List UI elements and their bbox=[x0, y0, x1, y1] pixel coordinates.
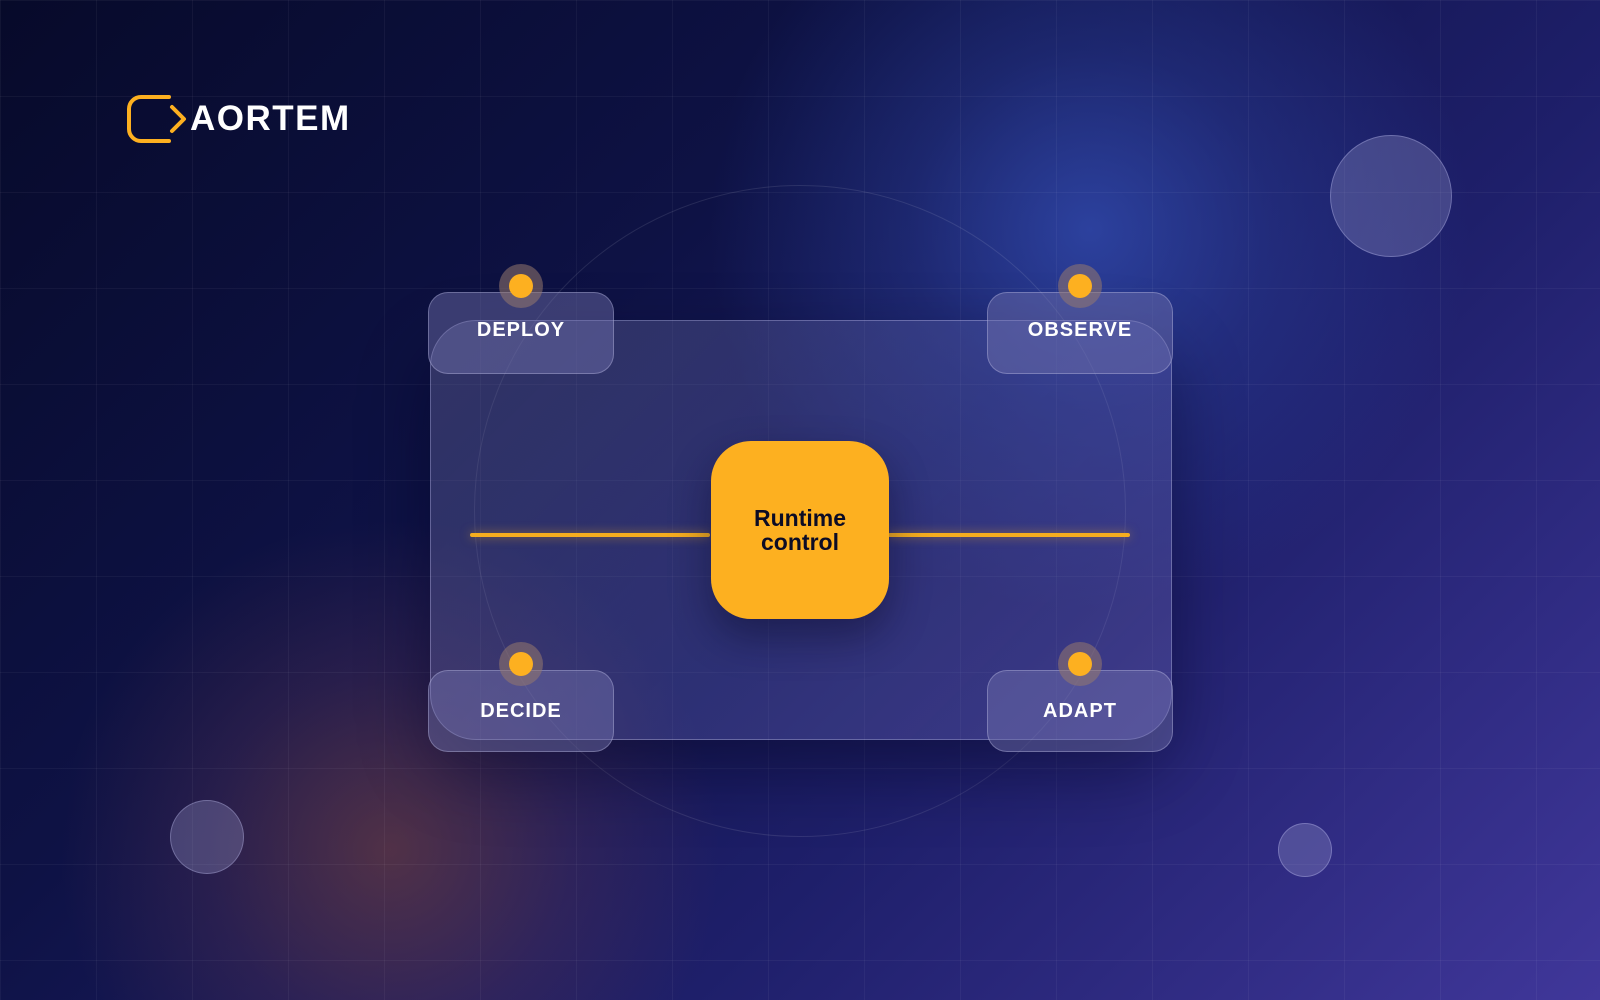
bracket-arrow-logo-icon bbox=[127, 95, 186, 143]
orbit-ring bbox=[474, 185, 1126, 837]
stage-decide-label: DECIDE bbox=[480, 699, 562, 722]
center-node: Runtime control bbox=[711, 441, 889, 619]
marker-dot bbox=[509, 274, 533, 298]
connector-line-right bbox=[888, 533, 1130, 537]
stage-deploy-label: DEPLOY bbox=[476, 318, 566, 341]
brand-logo[interactable]: AORTEM bbox=[124, 94, 351, 144]
stage-adapt-label: ADAPT bbox=[1043, 699, 1117, 722]
stage-observe-marker bbox=[1058, 264, 1102, 308]
stage-decide-marker bbox=[499, 642, 543, 686]
brand-name: AORTEM bbox=[190, 99, 351, 138]
decorative-circle-top-right bbox=[1330, 135, 1452, 257]
connector-line-left bbox=[470, 533, 710, 537]
stage-deploy-marker bbox=[499, 264, 543, 308]
stage-observe-label: OBSERVE bbox=[1027, 318, 1133, 341]
marker-dot bbox=[1068, 652, 1092, 676]
decorative-circle-bottom-right bbox=[1278, 823, 1332, 877]
marker-dot bbox=[1068, 274, 1092, 298]
marker-dot bbox=[509, 652, 533, 676]
center-node-label: Runtime control bbox=[754, 505, 846, 555]
decorative-circle-bottom-left bbox=[170, 800, 244, 874]
stage-adapt-marker bbox=[1058, 642, 1102, 686]
